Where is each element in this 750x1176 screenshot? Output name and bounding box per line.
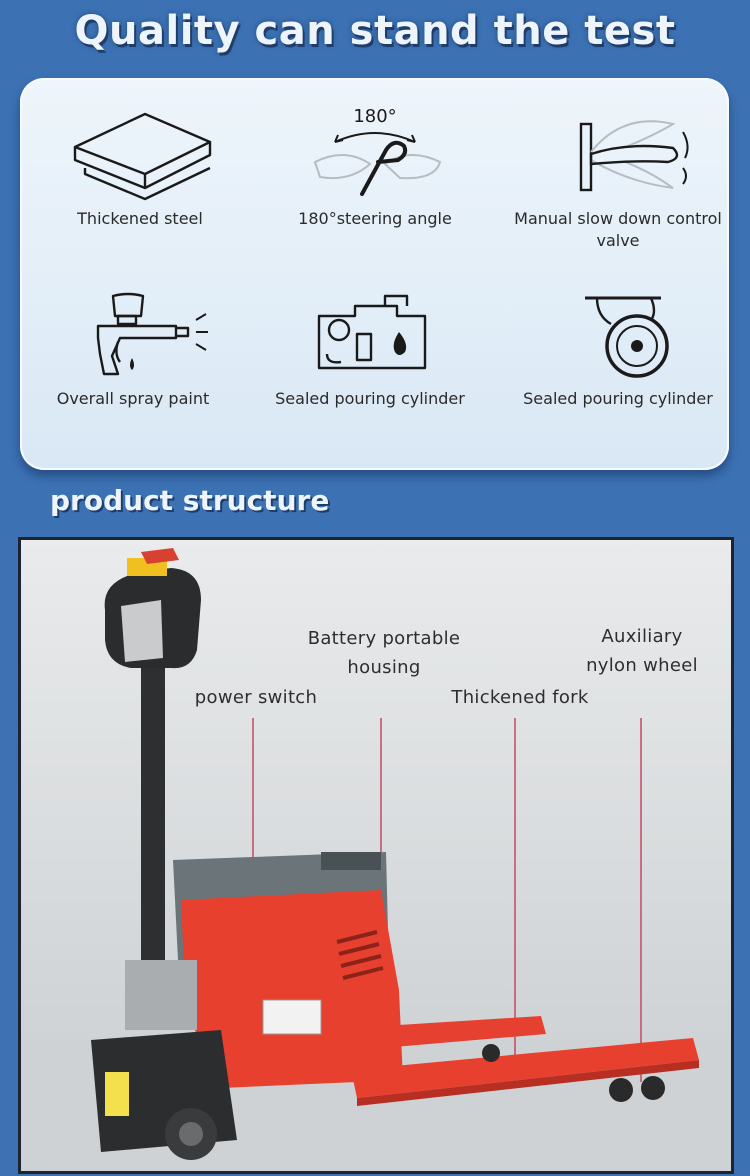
feature-label: Sealed pouring cylinder <box>275 389 465 408</box>
feature-label: 180°steering angle <box>298 209 452 228</box>
feature-card: Thickened steel 180° 180°steering angle <box>20 78 729 470</box>
product-photo: Battery portable housing Auxiliary nylon… <box>18 537 734 1174</box>
feature-label: Thickened steel <box>77 209 203 228</box>
feature-label: Manual slow down control valve <box>514 209 722 250</box>
feature-thickened-steel: Thickened steel <box>22 102 258 230</box>
steel-plates-icon <box>73 112 212 201</box>
hydraulic-pump-icon <box>317 294 427 370</box>
steering-degree-badge: 180° <box>353 106 396 127</box>
callout-nylon-wheel: Auxiliary nylon wheel <box>586 626 698 676</box>
feature-control-valve: Manual slow down control valve <box>508 102 728 252</box>
feature-steering-angle: 180° 180°steering angle <box>257 102 493 230</box>
callout-power-switch: power switch <box>194 687 318 708</box>
feature-sealed-cylinder-wheel: Sealed pouring cylinder <box>508 282 728 410</box>
spray-gun-icon <box>96 292 208 376</box>
steering-angle-icon: 180° <box>313 106 442 196</box>
feature-spray-paint: Overall spray paint <box>15 282 251 410</box>
feature-sealed-cylinder-pump: Sealed pouring cylinder <box>252 282 488 410</box>
page-headline: Quality can stand the test <box>74 8 676 54</box>
control-valve-icon <box>579 120 689 192</box>
section-title: product structure <box>50 484 330 517</box>
callout-thickened-fork: Thickened fork <box>451 687 589 708</box>
caster-wheel-icon <box>585 296 669 378</box>
pallet-truck-illustration <box>21 548 731 1171</box>
callout-battery-housing: Battery portable housing <box>307 628 461 678</box>
feature-label: Sealed pouring cylinder <box>523 389 713 408</box>
feature-label: Overall spray paint <box>56 389 210 408</box>
